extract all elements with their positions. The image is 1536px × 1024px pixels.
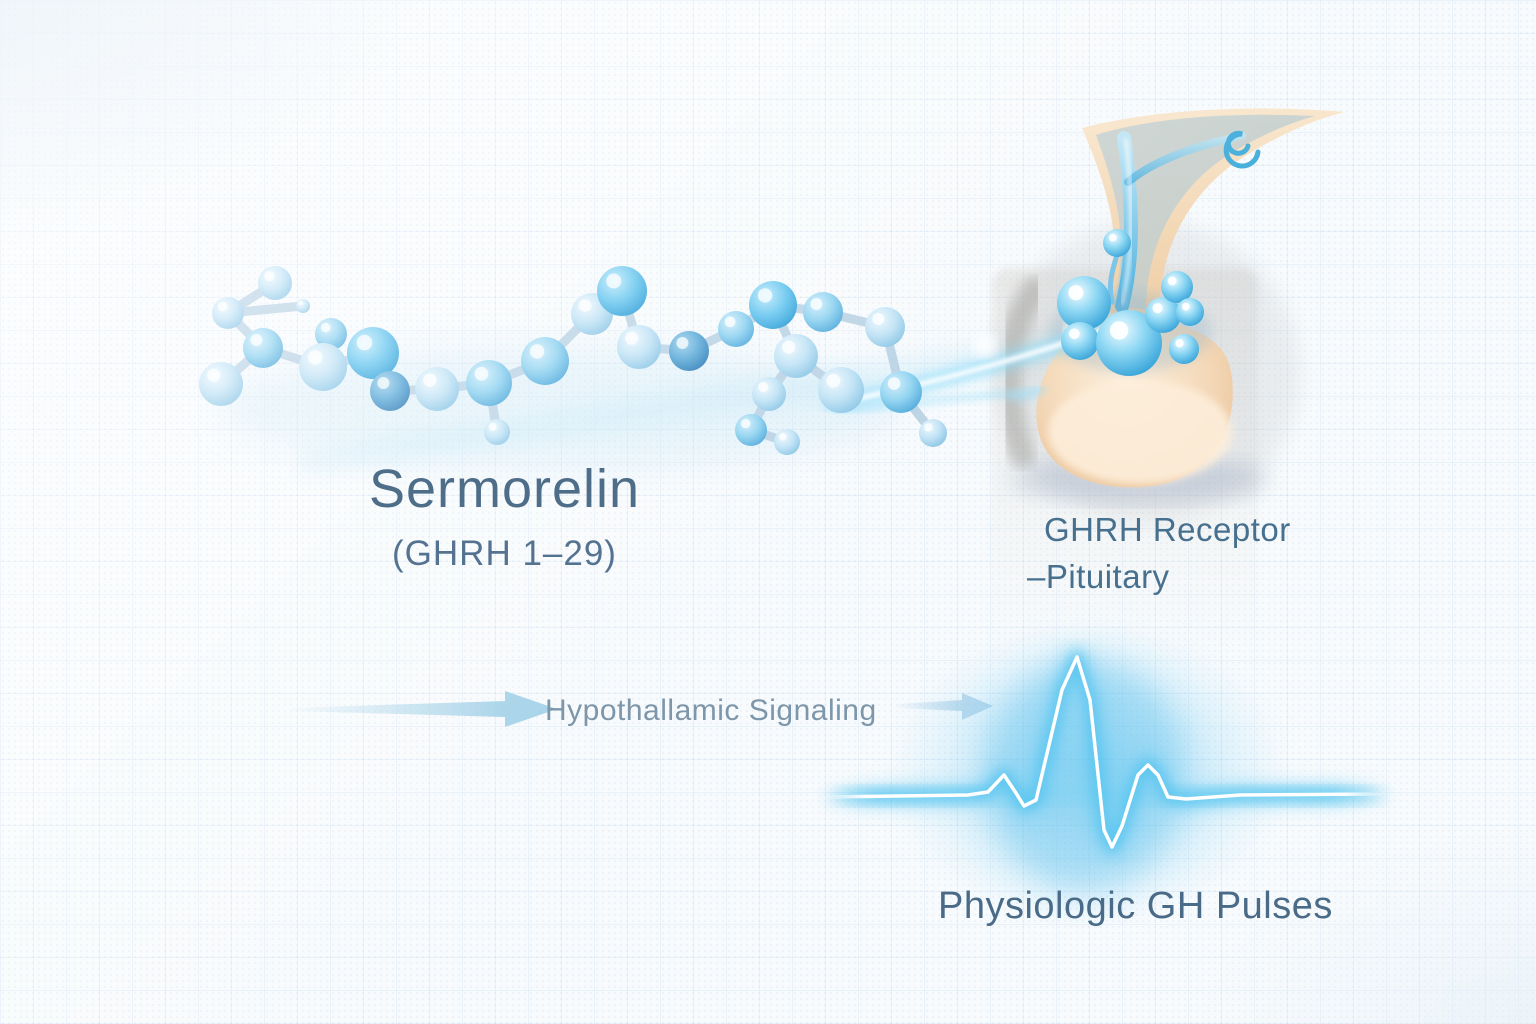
vesicle-highlight <box>1181 302 1190 311</box>
molecule-atom <box>919 419 947 447</box>
atom-highlight <box>377 377 390 389</box>
molecule-atom <box>865 307 905 347</box>
left-arrow-tail <box>290 701 505 717</box>
molecule-atom <box>258 266 292 300</box>
receptor-label-line2: –Pituitary <box>1027 558 1170 595</box>
atom-highlight <box>217 301 228 312</box>
gh-vesicle <box>1057 276 1111 330</box>
molecule-atom <box>880 371 922 413</box>
atom-highlight <box>488 422 497 431</box>
molecule-atom <box>243 328 283 368</box>
atom-highlight <box>606 273 622 289</box>
atom-highlight <box>207 368 221 382</box>
atom-highlight <box>320 322 331 333</box>
atom-highlight <box>810 298 823 310</box>
atom-highlight <box>250 334 263 346</box>
molecule-atom <box>774 429 800 455</box>
vesicle-highlight <box>1108 233 1117 242</box>
molecule-atom <box>597 266 647 316</box>
atom-highlight <box>758 382 769 393</box>
molecule-subtitle: (GHRH 1–29) <box>392 534 617 573</box>
atom-highlight <box>778 432 787 441</box>
molecule-atom <box>718 311 754 347</box>
atom-highlight <box>872 313 885 325</box>
molecule-atom <box>803 292 843 332</box>
vesicle-highlight <box>1167 276 1177 286</box>
molecule-atom <box>199 362 243 406</box>
molecule-atom <box>617 325 661 369</box>
molecule-atom <box>212 297 244 329</box>
vesicle-highlight <box>1175 339 1184 348</box>
atom-highlight <box>757 288 773 303</box>
gh-vesicle <box>1061 322 1099 360</box>
receptor-label-line1: GHRH Receptor <box>1044 511 1291 548</box>
gland-lobe-highlight <box>1048 380 1232 484</box>
atom-highlight <box>676 337 689 349</box>
atom-highlight <box>264 271 275 282</box>
atom-highlight <box>298 301 303 306</box>
atom-highlight <box>826 373 841 388</box>
atom-highlight <box>307 350 323 365</box>
molecule-caption: Sermorelin (GHRH 1–29) <box>332 458 677 574</box>
molecule-atom <box>818 367 864 413</box>
atom-highlight <box>529 344 545 359</box>
molecule-atom <box>752 377 786 411</box>
atom-highlight <box>724 316 736 328</box>
atom-highlight <box>578 299 592 312</box>
molecule-atom <box>749 281 797 329</box>
molecule-atom <box>296 299 310 313</box>
atom-highlight <box>740 418 751 429</box>
atom-highlight <box>625 331 639 345</box>
vesicle-highlight <box>1068 285 1084 301</box>
signaling-label: Hypothallamic Signaling <box>545 694 877 727</box>
gh-vesicle <box>1176 298 1204 326</box>
molecule-atom <box>484 419 510 445</box>
atom-highlight <box>423 373 437 387</box>
beam-spark <box>973 333 997 357</box>
molecule-atom <box>415 367 459 411</box>
vesicle-highlight <box>1109 321 1129 340</box>
gh-vesicle <box>1169 334 1199 364</box>
atom-highlight <box>474 366 489 381</box>
molecule-atom <box>370 371 410 411</box>
vesicle-highlight <box>1068 328 1080 340</box>
molecule-atom <box>774 334 818 378</box>
atom-highlight <box>782 340 796 354</box>
vesicle-highlight <box>1152 303 1163 314</box>
atom-highlight <box>356 334 373 351</box>
molecule-atom <box>521 337 569 385</box>
molecule-atom <box>735 414 767 446</box>
molecule-atom <box>669 331 709 371</box>
gh-pulse <box>811 617 1396 927</box>
gh-vesicle <box>1103 229 1131 257</box>
pulses-label: Physiologic GH Pulses <box>938 885 1333 927</box>
atom-highlight <box>924 423 933 432</box>
molecule-atom <box>299 343 347 391</box>
molecule-atom <box>466 360 512 406</box>
molecule-title: Sermorelin <box>368 459 641 519</box>
atom-highlight <box>887 377 901 390</box>
